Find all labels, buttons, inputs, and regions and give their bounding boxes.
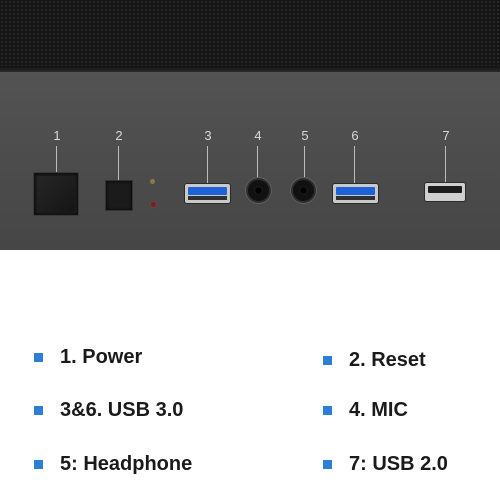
legend-item: 2. Reset (323, 345, 426, 375)
front-panel-photo: 1 2 3 4 5 6 7 (0, 0, 500, 250)
port-number-1: 1 (53, 128, 61, 143)
port-number-4: 4 (254, 128, 262, 143)
legend-label: 7: USB 2.0 (349, 452, 448, 475)
leader-line-6 (354, 146, 355, 184)
legend-label: 4. MIC (349, 398, 408, 421)
mesh-grille (0, 0, 500, 70)
bullet-icon (323, 405, 332, 415)
headphone-jack-icon (293, 180, 314, 201)
legend-item: 4. MIC (323, 395, 408, 425)
leader-line-2 (118, 146, 119, 180)
port-number-7: 7 (442, 128, 450, 143)
power-led-icon (151, 202, 156, 207)
mic-jack-icon (248, 180, 269, 201)
port-number-5: 5 (301, 128, 309, 143)
port-number-2: 2 (115, 128, 123, 143)
legend-item: 3&6. USB 3.0 (34, 395, 183, 425)
hdd-led-icon (150, 179, 155, 184)
legend-label: 3&6. USB 3.0 (60, 398, 184, 421)
bullet-icon (34, 352, 43, 362)
usb2-port-icon (425, 183, 465, 201)
legend-item: 7: USB 2.0 (323, 449, 448, 479)
port-number-6: 6 (351, 128, 359, 143)
legend-label: 2. Reset (349, 348, 426, 371)
front-io-panel (0, 72, 500, 250)
leader-line-5 (304, 146, 305, 180)
power-button (33, 172, 79, 216)
usb3-port-icon (185, 184, 230, 203)
leader-line-3 (207, 146, 208, 184)
bullet-icon (323, 459, 332, 469)
port-number-3: 3 (204, 128, 212, 143)
usb3-port-icon (333, 184, 378, 203)
bullet-icon (323, 355, 332, 365)
legend-label: 5: Headphone (60, 452, 193, 475)
leader-line-7 (445, 146, 446, 183)
legend-label: 1. Power (60, 345, 143, 368)
reset-button (105, 180, 133, 211)
bullet-icon (34, 459, 43, 469)
leader-line-4 (257, 146, 258, 180)
grille-edge (0, 66, 500, 72)
bullet-icon (34, 405, 43, 415)
legend-item: 5: Headphone (34, 449, 192, 479)
legend-item: 1. Power (34, 342, 142, 372)
port-legend: 1. Power 2. Reset 3&6. USB 3.0 4. MIC 5:… (0, 330, 500, 480)
leader-line-1 (56, 146, 57, 172)
